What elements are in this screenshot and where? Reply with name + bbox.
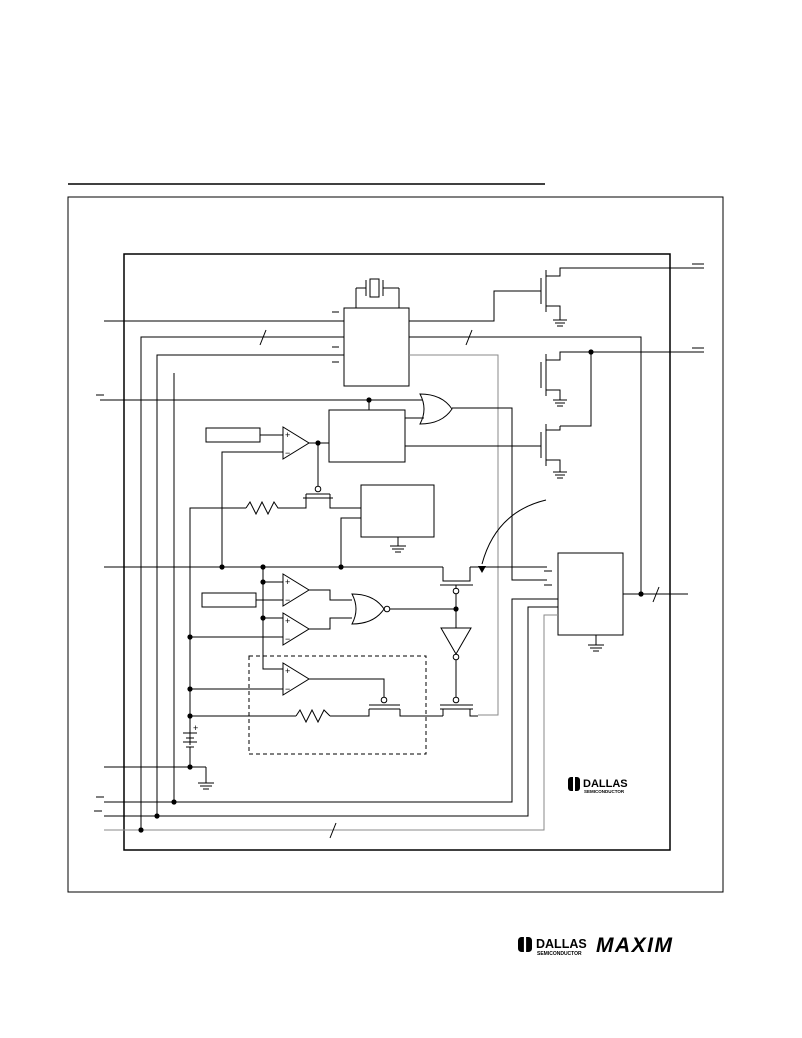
input-bus-wires — [96, 320, 432, 830]
svg-text:SEMICONDUCTOR: SEMICONDUCTOR — [584, 789, 625, 794]
ground-1 — [390, 537, 406, 553]
power-switch-wire — [340, 517, 361, 567]
reference-box-2 — [201, 592, 257, 608]
comparators-2-3: + − + − — [187, 573, 352, 646]
svg-text:SEMICONDUCTOR: SEMICONDUCTOR — [537, 951, 582, 957]
svg-text:−: − — [285, 595, 290, 605]
svg-text:+: + — [285, 577, 290, 587]
osc-pin-ticks — [332, 311, 339, 363]
svg-text:+: + — [193, 723, 198, 733]
comparator-1: + − — [221, 426, 329, 567]
ground-rail — [104, 764, 214, 790]
switch-transistor-1 — [280, 485, 361, 509]
crystal — [355, 278, 400, 308]
pass-transistor-top — [440, 566, 547, 595]
svg-text:−: − — [285, 684, 290, 694]
dallas-logo-diagram: DALLAS SEMICONDUCTOR — [568, 777, 628, 794]
figure-frame — [67, 196, 724, 893]
svg-text:DALLAS: DALLAS — [536, 937, 587, 951]
switch-transistor-2 — [330, 704, 443, 717]
serial-bus-wires — [588, 586, 688, 652]
battery: + — [183, 716, 198, 767]
svg-text:−: − — [285, 634, 290, 644]
annotation-arrow — [481, 499, 547, 565]
or-gate — [366, 393, 547, 581]
osc-output-wires — [409, 290, 642, 716]
power-switch-block — [360, 484, 435, 538]
top-output-mosfet — [540, 263, 704, 327]
chip-boundary — [123, 253, 671, 851]
dallas-logo-footer: DALLAS SEMICONDUCTOR — [518, 937, 587, 957]
middle-output-mosfets — [540, 347, 704, 479]
resistor-2 — [187, 708, 331, 724]
oscillator-counter-block — [343, 307, 410, 387]
serial-interface-block — [557, 552, 624, 636]
arrowhead — [478, 566, 486, 573]
bottom-control-wires — [94, 598, 558, 839]
pass-transistor-bottom — [440, 704, 478, 717]
svg-text:+: + — [285, 666, 290, 676]
battery-monitor-box — [248, 655, 427, 755]
reference-box-1 — [205, 427, 261, 443]
maxim-logo: MAXIM — [596, 934, 674, 957]
serial-pin-ticks — [544, 570, 552, 616]
nor-gate — [351, 593, 459, 628]
comparator-4: + − — [187, 662, 388, 704]
svg-text:−: − — [285, 448, 290, 458]
svg-text:DALLAS: DALLAS — [583, 778, 628, 790]
svg-text:+: + — [285, 430, 290, 440]
supply-rail — [104, 564, 443, 670]
control-logic-block — [328, 409, 406, 463]
resistor-1 — [189, 500, 280, 745]
inverter — [440, 627, 472, 704]
svg-text:+: + — [285, 616, 290, 626]
